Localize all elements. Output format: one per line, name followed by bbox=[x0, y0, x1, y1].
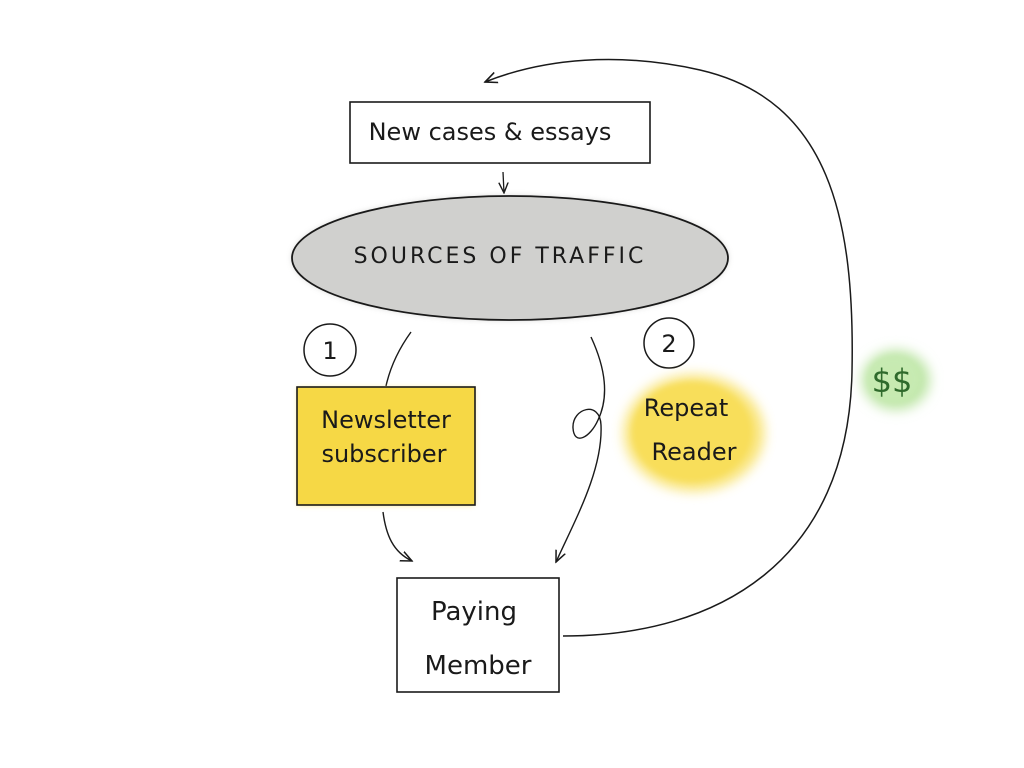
traffic-sources-node: SOURCES OF TRAFFIC bbox=[291, 195, 729, 321]
repeat-blob-inner bbox=[632, 382, 752, 482]
repeat-label-line2: Reader bbox=[652, 438, 737, 466]
money-label: $$ bbox=[872, 362, 913, 400]
newsletter-to-member-arrow bbox=[382, 511, 412, 561]
revenue-return-curve bbox=[485, 58, 853, 637]
step-1-circle bbox=[303, 323, 357, 377]
traffic-ellipse bbox=[291, 195, 729, 321]
step-2-number: 2 bbox=[661, 330, 676, 358]
newsletter-box bbox=[296, 386, 476, 506]
repeat-loop-line bbox=[556, 336, 606, 562]
paying-member-line1: Paying bbox=[431, 597, 517, 627]
paying-member-box bbox=[396, 577, 560, 693]
money-glow-core bbox=[868, 356, 920, 402]
repeat-label-line1: Repeat bbox=[644, 394, 728, 422]
traffic-to-newsletter-line bbox=[385, 331, 412, 387]
new-content-label: New cases & essays bbox=[369, 118, 612, 146]
step-1-number: 1 bbox=[322, 337, 337, 365]
newsletter-subscriber-node: Newsletter subscriber bbox=[296, 386, 476, 506]
step-2-circle bbox=[643, 317, 695, 369]
new-content-box bbox=[349, 101, 651, 164]
newsletter-label-line2: subscriber bbox=[321, 440, 446, 468]
step-2-badge: 2 bbox=[643, 317, 695, 369]
content-to-traffic-arrow bbox=[503, 171, 504, 193]
new-content-node: New cases & essays bbox=[349, 101, 651, 164]
step-1-badge: 1 bbox=[303, 323, 357, 377]
repeat-reader-node: Repeat Reader bbox=[624, 375, 764, 491]
paying-member-line2: Member bbox=[425, 651, 532, 681]
newsletter-label-line1: Newsletter bbox=[321, 406, 451, 434]
paying-member-node: Paying Member bbox=[396, 577, 560, 693]
money-marker: $$ bbox=[862, 350, 930, 410]
traffic-label: SOURCES OF TRAFFIC bbox=[354, 244, 647, 269]
